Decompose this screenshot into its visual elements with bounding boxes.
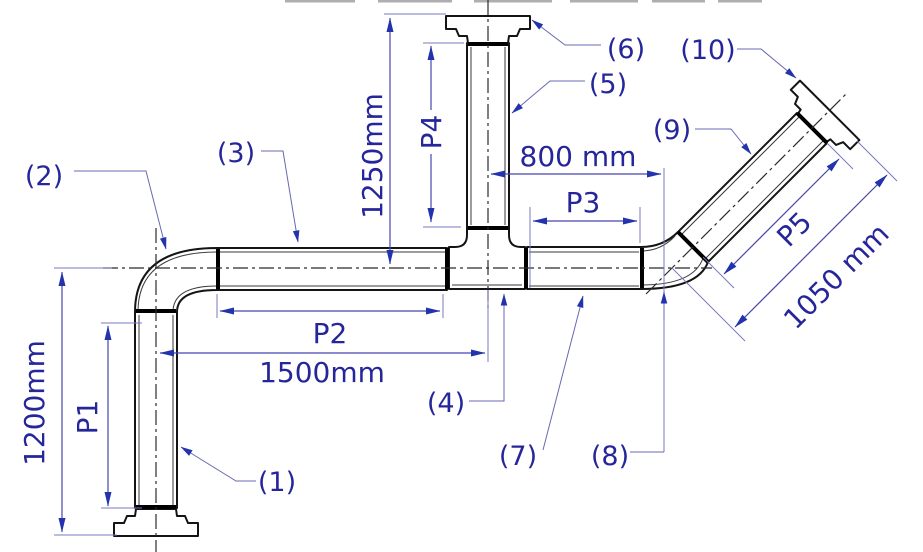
dim-text-p3: P3	[566, 186, 601, 219]
dim-text-800: 800 mm	[520, 140, 637, 173]
label-10: (10)	[680, 35, 735, 66]
dim-p2: P2	[216, 294, 444, 350]
label-3: (3)	[217, 138, 255, 169]
label-1: (1)	[258, 467, 296, 498]
dim-text-p5: P5	[770, 205, 818, 253]
label-8: (8)	[591, 441, 629, 472]
dim-text-p2: P2	[313, 317, 348, 350]
label-5: (5)	[589, 69, 627, 100]
dim-p4: P4	[415, 42, 464, 228]
pipe-3	[216, 247, 448, 291]
dim-800: 800 mm	[490, 140, 665, 452]
dim-p1: P1	[71, 322, 142, 509]
dim-text-p1: P1	[71, 400, 104, 435]
label-2: (2)	[25, 161, 63, 192]
pipe-assembly	[113, 15, 861, 537]
dim-1200: 1200mm	[18, 267, 117, 536]
dim-text-p4: P4	[415, 115, 448, 150]
cropped-text-artifact	[285, 0, 762, 3]
dim-p3: P3	[529, 186, 641, 288]
dim-1500: 1500mm	[159, 290, 489, 389]
callouts: (1) (2) (3) (4) (5) (6) (7) (8) (9) (10)	[25, 19, 797, 498]
dim-text-1500: 1500mm	[259, 356, 385, 389]
dimensions: 1200mm P1 P2 1500mm 1250mm	[18, 13, 898, 536]
tee-4	[448, 228, 526, 290]
label-7: (7)	[499, 441, 537, 472]
label-6: (6)	[607, 34, 645, 65]
label-9: (9)	[653, 115, 691, 146]
dim-text-1250: 1250mm	[356, 93, 389, 219]
dim-text-1200: 1200mm	[18, 340, 51, 466]
label-4: (4)	[427, 388, 465, 419]
dim-1250: 1250mm	[356, 13, 446, 265]
